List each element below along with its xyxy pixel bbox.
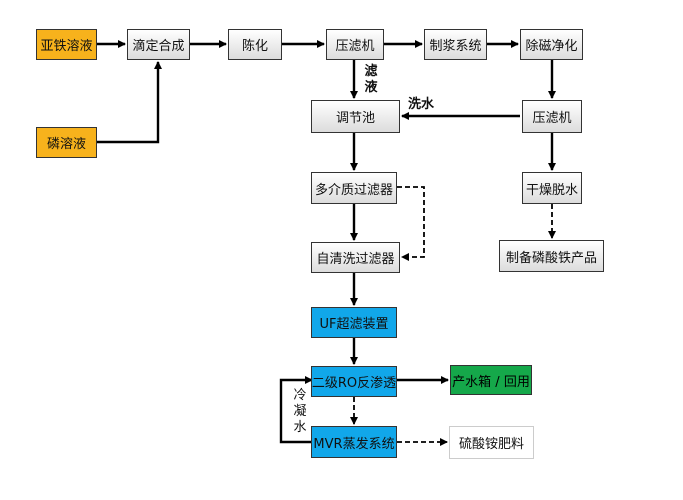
node-aging: 陈化 xyxy=(228,29,282,60)
node-ammonium-sulfate: 硫酸铵肥料 xyxy=(449,426,534,459)
node-regulating-tank: 调节池 xyxy=(311,100,400,133)
node-ferrous-solution: 亚铁溶液 xyxy=(36,29,97,60)
label-wash-water: 洗水 xyxy=(408,97,435,112)
node-filter-press-2: 压滤机 xyxy=(522,100,582,133)
node-demagnetization: 除磁净化 xyxy=(520,29,583,60)
node-phosphate-solution: 磷溶液 xyxy=(36,127,97,158)
arrow-condensate xyxy=(279,376,313,444)
node-water-tank-reuse: 产水箱 / 回用 xyxy=(450,365,532,395)
node-self-cleaning-filter: 自清洗过滤器 xyxy=(311,242,400,273)
node-filter-press-1: 压滤机 xyxy=(326,29,384,60)
node-mvr-evaporation: MVR蒸发系统 xyxy=(311,426,397,458)
node-iron-phosphate-product: 制备磷酸铁产品 xyxy=(499,240,604,272)
node-slurry-system: 制浆系统 xyxy=(424,29,487,60)
node-drying-dewatering: 干燥脱水 xyxy=(522,172,582,204)
node-multimedia-filter: 多介质过滤器 xyxy=(311,172,397,204)
arrow-phosphate-to-titration xyxy=(97,61,162,144)
arrow-backwash xyxy=(397,186,425,261)
label-filtrate: 滤液 xyxy=(364,64,378,95)
node-uf-ultrafiltration: UF超滤装置 xyxy=(311,307,397,338)
node-ro-reverse-osmosis: 二级RO反渗透 xyxy=(311,366,397,397)
node-titration-synthesis: 滴定合成 xyxy=(127,29,190,60)
label-condensate: 冷凝水 xyxy=(293,388,307,435)
